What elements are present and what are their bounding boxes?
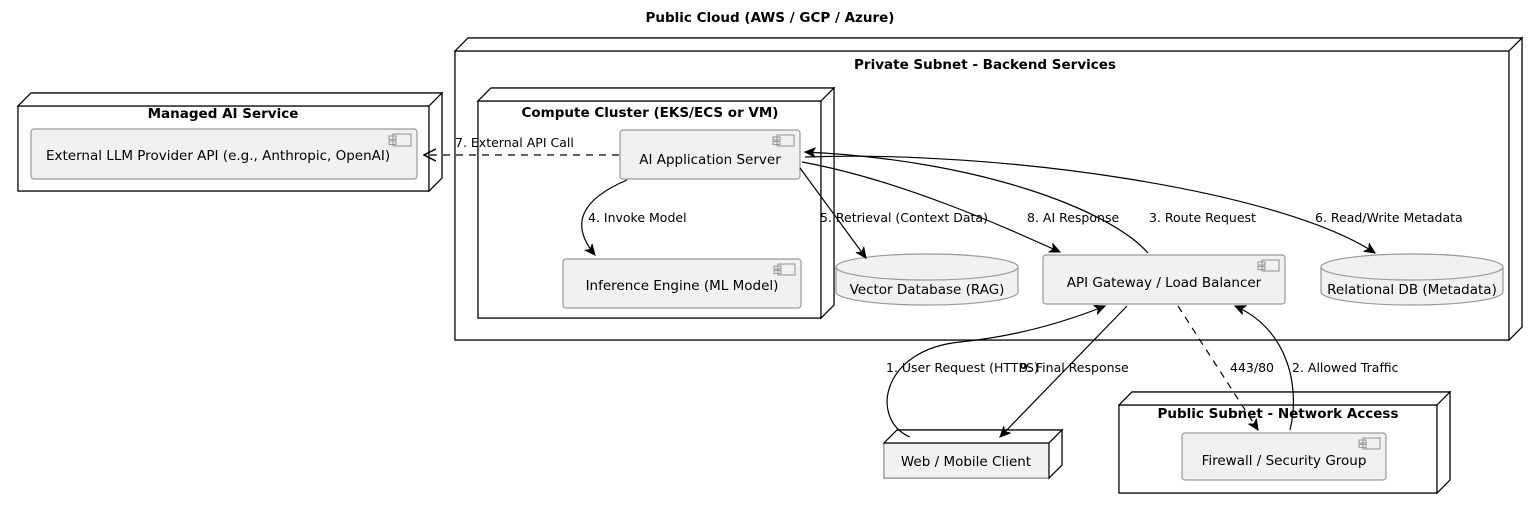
edge-7-label: 7. External API Call [455, 135, 574, 150]
edge-invoke-model[interactable]: 4. Invoke Model [581, 179, 687, 255]
edge-9-label: 9. Final Response [1020, 360, 1129, 375]
ai-app-server-box [619, 129, 801, 180]
edge-9-path [1000, 305, 1128, 437]
edge-4-path [581, 179, 628, 255]
edge-ports[interactable]: 443/80 [1177, 305, 1274, 430]
compute-cluster-side-face [820, 86, 835, 320]
relational-db-top [1320, 253, 1504, 281]
private-subnet-top-face [453, 37, 1524, 52]
edge-external-api-call[interactable]: 7. External API Call [425, 135, 619, 155]
compute-cluster-top-face [476, 87, 836, 102]
component-external-llm[interactable]: External LLM Provider API (e.g., Anthrop… [30, 128, 418, 180]
web-client-top-face [882, 429, 1064, 444]
edge-user-request[interactable]: 1. User Request (HTTPS) [886, 306, 1105, 438]
database-relational-db[interactable]: Relational DB (Metadata) [1320, 253, 1504, 306]
edge-6-label: 6. Read/Write Metadata [1315, 210, 1463, 225]
edge-route-request[interactable]: 3. Route Request [805, 152, 1256, 254]
component-api-gateway[interactable]: API Gateway / Load Balancer [1042, 254, 1286, 305]
component-icon [1257, 259, 1280, 272]
web-client-side-face [1048, 428, 1063, 480]
managed-ai-title: Managed AI Service [148, 106, 299, 122]
public-subnet-side-face [1436, 390, 1451, 495]
edge-1-path [886, 306, 1105, 438]
relational-db-label: Relational DB (Metadata) [1327, 282, 1497, 298]
web-client-label: Web / Mobile Client [901, 454, 1031, 470]
public-subnet-title: Public Subnet - Network Access [1157, 406, 1398, 422]
node-web-mobile-client[interactable]: Web / Mobile Client [882, 428, 1064, 480]
edge-10-label: 443/80 [1230, 360, 1274, 375]
edge-ai-response[interactable]: 8. AI Response [801, 161, 1119, 252]
edge-8-path [801, 161, 1060, 252]
cloud-title: Public Cloud (AWS / GCP / Azure) [646, 10, 895, 26]
edge-1-label: 1. User Request (HTTPS) [886, 360, 1039, 375]
managed-ai-side-face [428, 91, 443, 193]
inference-engine-label: Inference Engine (ML Model) [586, 278, 779, 294]
component-inference-engine[interactable]: Inference Engine (ML Model) [562, 258, 802, 309]
edge-retrieval[interactable]: 5. Retrieval (Context Data) [799, 167, 988, 258]
external-llm-label: External LLM Provider API (e.g., Anthrop… [46, 148, 390, 164]
component-firewall[interactable]: Firewall / Security Group [1181, 432, 1387, 481]
edge-read-write-metadata[interactable]: 6. Read/Write Metadata [804, 155, 1463, 253]
edge-5-label: 5. Retrieval (Context Data) [820, 210, 988, 225]
edge-2-label: 2. Allowed Traffic [1292, 360, 1399, 375]
component-icon [388, 133, 412, 147]
ai-app-server-label: AI Application Server [639, 152, 781, 168]
compute-cluster-title: Compute Cluster (EKS/ECS or VM) [522, 105, 779, 121]
node-public-subnet[interactable]: Public Subnet - Network Access Firewall … [1117, 390, 1452, 495]
edge-5-path [799, 167, 866, 258]
vector-db-top [835, 253, 1019, 281]
api-gateway-label: API Gateway / Load Balancer [1067, 275, 1262, 291]
managed-ai-top-face [16, 92, 444, 107]
edge-3-path [805, 152, 1149, 254]
database-vector-db[interactable]: Vector Database (RAG) [835, 253, 1019, 306]
firewall-box [1181, 432, 1387, 481]
api-gateway-box [1042, 254, 1286, 305]
edge-allowed-traffic[interactable]: 2. Allowed Traffic [1235, 306, 1399, 431]
firewall-label: Firewall / Security Group [1202, 453, 1367, 469]
web-client-face [883, 442, 1050, 479]
private-subnet-title: Private Subnet - Backend Services [854, 57, 1116, 73]
edge-10-path [1177, 305, 1258, 430]
public-subnet-top-face [1117, 391, 1452, 406]
edge-3-label: 3. Route Request [1149, 210, 1256, 225]
external-llm-box [30, 128, 418, 180]
edge-2-path [1235, 306, 1295, 431]
edge-8-label: 8. AI Response [1027, 210, 1119, 225]
component-icon [773, 263, 796, 276]
edge-6-path [804, 155, 1375, 253]
edge-4-label: 4. Invoke Model [588, 210, 687, 225]
component-icon [1358, 437, 1381, 450]
edge-final-response[interactable]: 9. Final Response [1000, 305, 1129, 437]
component-ai-app-server[interactable]: AI Application Server [619, 129, 801, 180]
component-icon [772, 134, 795, 147]
private-subnet-side-face [1508, 36, 1523, 342]
node-managed-ai-service[interactable]: Managed AI Service External LLM Provider… [16, 91, 444, 193]
node-compute-cluster[interactable]: Compute Cluster (EKS/ECS or VM) AI Appli… [476, 86, 836, 320]
inference-engine-box [562, 258, 802, 309]
vector-db-label: Vector Database (RAG) [850, 282, 1005, 298]
